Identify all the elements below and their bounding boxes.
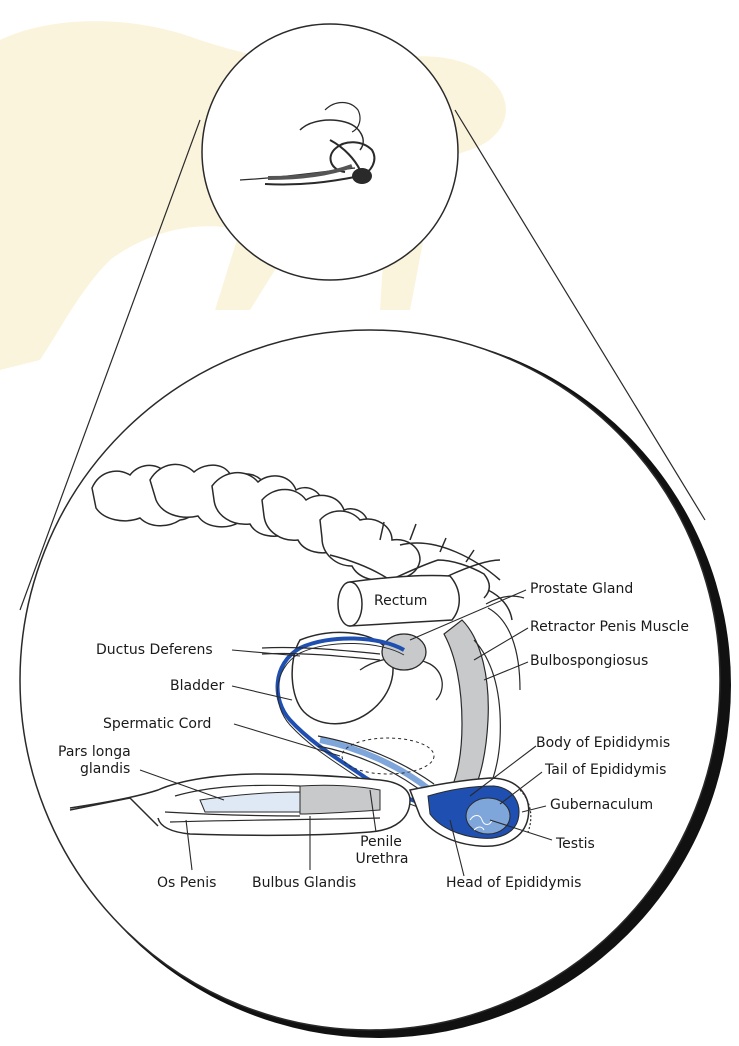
label-tail-of-epididymis: Tail of Epididymis bbox=[545, 762, 666, 778]
label-prostate-gland: Prostate Gland bbox=[530, 581, 633, 597]
label-rectum: Rectum bbox=[374, 593, 427, 609]
label-body-of-epididymis: Body of Epididymis bbox=[536, 735, 670, 751]
prostate-gland bbox=[382, 634, 426, 670]
label-retractor-penis-muscle: Retractor Penis Muscle bbox=[530, 619, 689, 635]
label-penile-urethra-1: Penile bbox=[356, 834, 406, 850]
label-head-of-epididymis: Head of Epididymis bbox=[446, 875, 581, 891]
label-ductus-deferens: Ductus Deferens bbox=[96, 642, 213, 658]
label-gubernaculum: Gubernaculum bbox=[550, 797, 653, 813]
label-pars-longa-glandis-2: glandis bbox=[80, 761, 130, 777]
label-bulbospongiosus: Bulbospongiosus bbox=[530, 653, 648, 669]
label-pars-longa-glandis-1: Pars longa bbox=[58, 744, 131, 760]
overview-inset bbox=[202, 24, 458, 280]
label-testis: Testis bbox=[556, 836, 595, 852]
label-bladder: Bladder bbox=[170, 678, 224, 694]
label-bulbus-glandis: Bulbus Glandis bbox=[252, 875, 356, 891]
label-os-penis: Os Penis bbox=[157, 875, 216, 891]
label-spermatic-cord: Spermatic Cord bbox=[103, 716, 211, 732]
label-penile-urethra-2: Urethra bbox=[352, 851, 412, 867]
